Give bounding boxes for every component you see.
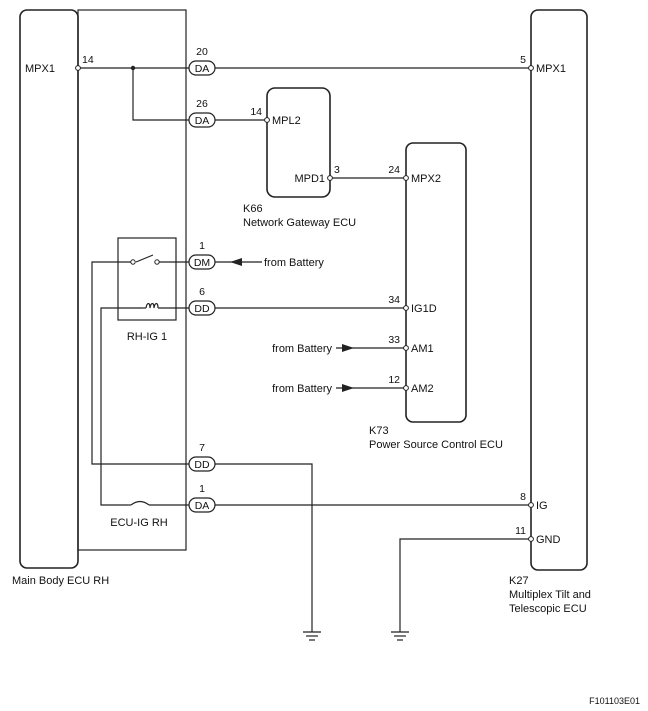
- source-label-am2: from Battery: [272, 383, 332, 395]
- svg-text:DD: DD: [194, 303, 210, 315]
- connector-dd-7: DD 7: [188, 442, 216, 472]
- power-source-ecu-box: [405, 142, 467, 423]
- pin-label-ps-ig1d: IG1D: [411, 303, 437, 315]
- network-gateway-ecu-name: Network Gateway ECU: [243, 217, 356, 229]
- svg-text:DD: DD: [194, 459, 210, 471]
- arrow-am1-source: [342, 344, 354, 352]
- pin-t-ig: [528, 502, 534, 508]
- wire-relay-switch-left: [91, 261, 189, 465]
- tilt-ecu-code: K27: [509, 575, 529, 587]
- connector-da-26: DA 26: [188, 98, 216, 128]
- pin-number-gw-mpd1: 3: [334, 164, 340, 176]
- power-source-ecu-name: Power Source Control ECU: [369, 439, 503, 451]
- main-body-ecu-frame: [77, 9, 187, 551]
- svg-text:26: 26: [196, 98, 208, 110]
- pin-mb-mpx1: [75, 65, 81, 71]
- pin-label-t-mpx1: MPX1: [536, 63, 566, 75]
- pin-label-gw-mpd1: MPD1: [294, 173, 325, 185]
- relay-coil: [145, 302, 159, 309]
- pin-ps-mpx2: [403, 175, 409, 181]
- pin-number-ps-ig1d: 34: [388, 294, 400, 306]
- pin-label-ps-am1: AM1: [411, 343, 434, 355]
- main-body-ecu-box: [19, 9, 79, 569]
- pin-t-mpx1: [528, 65, 534, 71]
- pin-number-t-mpx1: 5: [520, 54, 526, 66]
- pin-ps-ig1d: [403, 305, 409, 311]
- power-source-ecu-code: K73: [369, 425, 389, 437]
- fuse-symbol: [130, 500, 150, 506]
- svg-text:7: 7: [199, 442, 205, 454]
- svg-text:20: 20: [196, 46, 208, 58]
- svg-text:DM: DM: [194, 257, 210, 269]
- svg-text:1: 1: [199, 483, 205, 495]
- network-gateway-ecu-box: [266, 87, 331, 198]
- relay-switch-contact: [135, 254, 154, 263]
- connector-da-1: DA 1: [188, 483, 216, 513]
- source-label-dm: from Battery: [264, 257, 324, 269]
- pin-label-ps-mpx2: MPX2: [411, 173, 441, 185]
- pin-label-t-gnd: GND: [536, 534, 561, 546]
- svg-text:DA: DA: [195, 63, 210, 75]
- source-label-am1: from Battery: [272, 343, 332, 355]
- pin-gw-mpl2: [264, 117, 270, 123]
- wire-dd7-to-ground: [215, 463, 313, 632]
- pin-label-gw-mpl2: MPL2: [272, 115, 301, 127]
- tilt-ecu-name-line2: Telescopic ECU: [509, 603, 587, 615]
- arrow-am2-source: [342, 384, 354, 392]
- tilt-ecu-name-line1: Multiplex Tilt and: [509, 589, 591, 601]
- main-body-ecu-name: Main Body ECU RH: [12, 575, 109, 587]
- relay-switch-terminal-left: [130, 259, 136, 265]
- pin-gw-mpd1: [327, 175, 333, 181]
- pin-ps-am2: [403, 385, 409, 391]
- fuse-label: ECU-IG RH: [110, 517, 168, 529]
- pin-ps-am1: [403, 345, 409, 351]
- relay-box: [117, 237, 177, 321]
- connector-da-20: DA 20: [188, 46, 216, 76]
- relay-switch-terminal-right: [154, 259, 160, 265]
- arrow-dm-source: [230, 258, 242, 266]
- pin-label-mb-mpx1: MPX1: [25, 63, 55, 75]
- pin-number-t-gnd: 11: [515, 525, 526, 537]
- pin-t-gnd: [528, 536, 534, 542]
- pin-number-gw-mpl2: 14: [250, 106, 262, 118]
- ground-symbol-left: [303, 631, 321, 641]
- pin-number-t-ig: 8: [520, 491, 526, 503]
- tilt-ecu-box: [530, 9, 588, 571]
- svg-text:DA: DA: [195, 500, 210, 512]
- network-gateway-ecu-code: K66: [243, 203, 263, 215]
- connector-dd-6: DD 6: [188, 286, 216, 316]
- svg-text:1: 1: [199, 240, 205, 252]
- pin-label-ps-am2: AM2: [411, 383, 434, 395]
- wire-splice-to-da26: [132, 68, 189, 121]
- pin-label-t-ig: IG: [536, 500, 548, 512]
- svg-text:6: 6: [199, 286, 205, 298]
- wire-coil-left: [100, 307, 142, 506]
- relay-label: RH-IG 1: [127, 331, 167, 343]
- pin-number-ps-am1: 33: [388, 334, 400, 346]
- connector-dm-1: DM 1: [188, 240, 216, 270]
- pin-number-ps-am2: 12: [388, 374, 400, 386]
- pin-number-mb-mpx1: 14: [82, 54, 94, 66]
- svg-text:DA: DA: [195, 115, 210, 127]
- ground-symbol-right: [391, 631, 409, 641]
- figure-reference: F101103E01: [589, 696, 640, 706]
- wire-tilt-gnd-to-ground: [399, 538, 531, 632]
- pin-number-ps-mpx2: 24: [388, 164, 400, 176]
